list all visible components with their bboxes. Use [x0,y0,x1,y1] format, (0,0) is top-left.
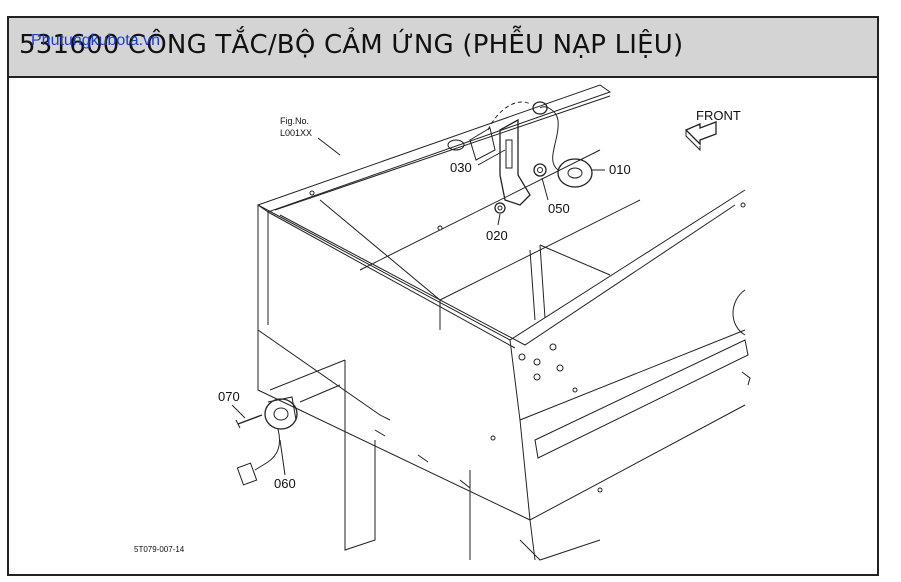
fig-no-leader [317,137,341,156]
watermark-link[interactable]: Phutungkubota.vn [31,32,160,49]
front-arrow-icon [684,121,717,152]
title-bar: 531600 CÔNG TẮC/BỘ CẢM ỨNG (PHỄU NẠP LIỆ… [9,18,877,78]
page-title: 531600 CÔNG TẮC/BỘ CẢM ỨNG (PHỄU NẠP LIỆ… [19,30,684,60]
part-label-060[interactable]: 060 [274,476,296,491]
fig-no-label: Fig.No. [280,116,309,126]
washer-020 [494,202,506,214]
lower-switch-assembly [231,384,341,486]
hopper-body [256,84,751,561]
nut-050 [533,163,547,177]
screw-070 [237,414,263,425]
part-label-070[interactable]: 070 [218,389,240,404]
part-label-010[interactable]: 010 [609,162,631,177]
part-label-020[interactable]: 020 [486,228,508,243]
switch-010 [557,158,593,188]
diagram-frame: 531600 CÔNG TẮC/BỘ CẢM ỨNG (PHỄU NẠP LIỆ… [7,16,879,576]
switch-060 [264,398,298,430]
part-label-030[interactable]: 030 [450,160,472,175]
figure-code: 5T079-007-14 [134,545,185,554]
front-face-bolts [309,190,746,493]
front-label: FRONT [696,108,741,123]
bracket-030 [499,118,531,206]
top-sensor-assembly [447,101,605,226]
part-label-050[interactable]: 050 [548,201,570,216]
fig-no-value: L001XX [280,128,312,138]
